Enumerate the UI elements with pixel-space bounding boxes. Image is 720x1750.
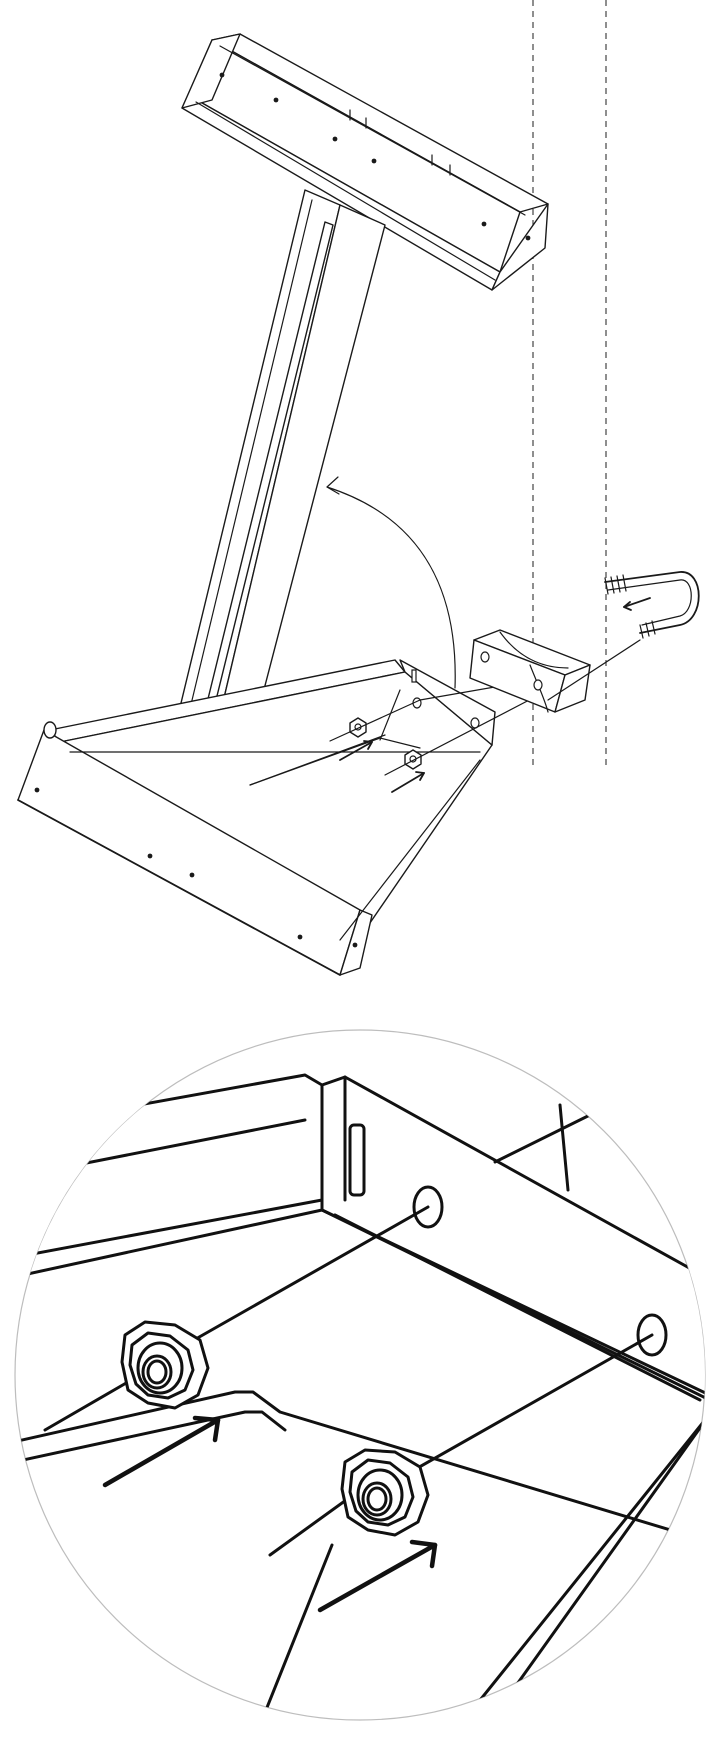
pole-clamp [469, 629, 591, 713]
arrow-icon [339, 740, 373, 761]
nut-icon [340, 1448, 430, 1537]
top-tray [181, 33, 549, 291]
rotation-arrow-icon [326, 476, 456, 689]
nut-icon [404, 749, 422, 770]
nut-icon [120, 1320, 210, 1410]
base-tray [17, 659, 496, 976]
arrow-icon [317, 1539, 438, 1613]
u-bolt-icon [547, 571, 700, 701]
arrow-icon [391, 771, 425, 793]
detail-view [14, 1029, 706, 1721]
nuts-overview [329, 679, 536, 793]
arrow-icon [623, 597, 651, 611]
nut-icon [349, 717, 367, 738]
pole-outline [532, 0, 607, 770]
hole [219, 72, 225, 78]
arrow-icon [102, 1415, 221, 1488]
threads [604, 574, 656, 639]
